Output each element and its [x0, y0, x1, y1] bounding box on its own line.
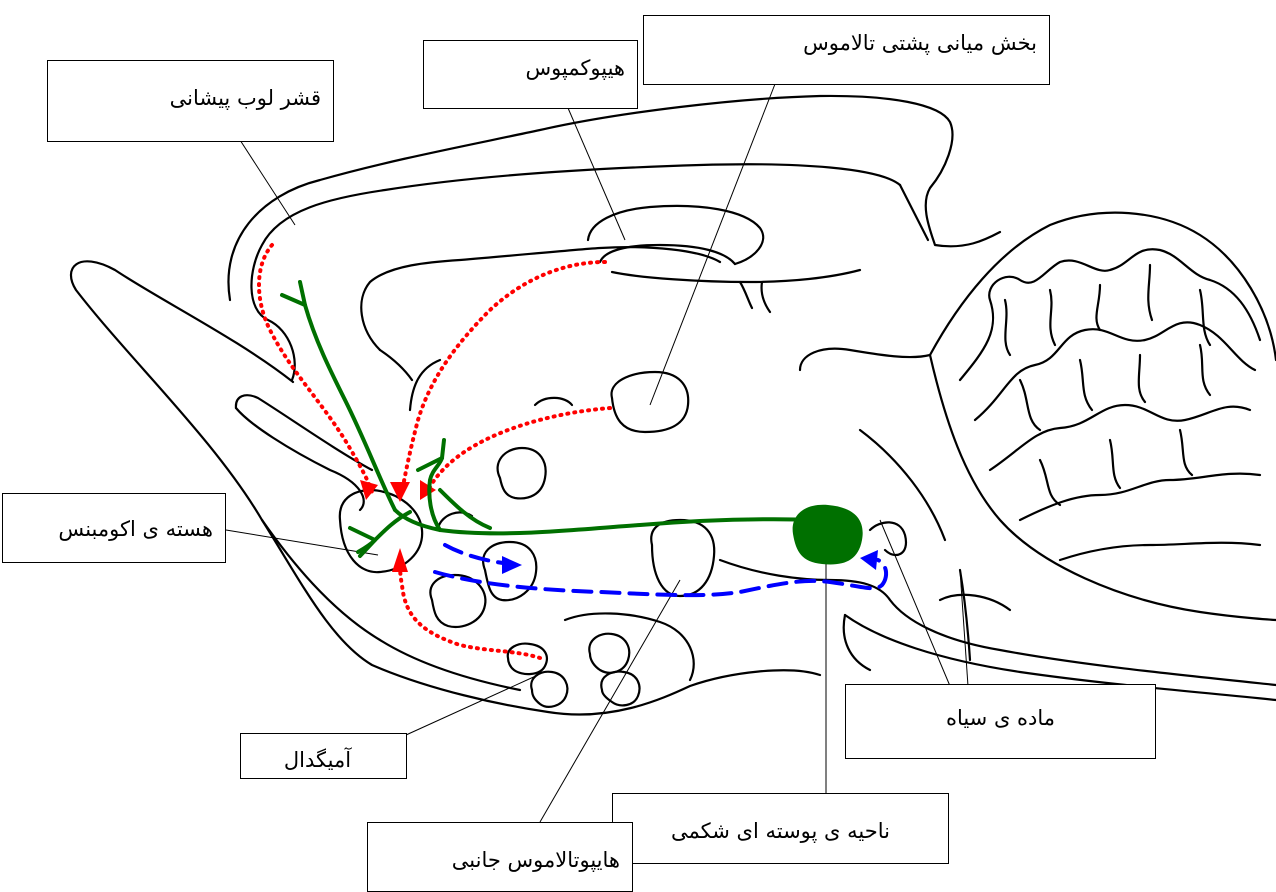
green-branch-lower: [358, 512, 410, 552]
leader-lh: [540, 580, 680, 822]
leader-nigra-a: [880, 520, 950, 686]
leader-hippocampus: [568, 108, 625, 240]
arrow-amygdala: [392, 548, 408, 572]
green-link: [440, 490, 490, 528]
green-fork-frontal: [282, 282, 305, 305]
label-hippocampus: هیپوکمپوس: [423, 40, 638, 109]
label-amygdala: آمیگدال: [240, 733, 407, 779]
green-main-trunk: [395, 510, 820, 533]
green-branch-frontal: [305, 305, 395, 510]
label-mediodorsal-thalamus: بخش میانی پشتی تالاموس: [643, 15, 1050, 85]
brain-outline: [71, 96, 1276, 715]
label-lateral-hypothalamus: هایپوتالاموس جانبی: [367, 822, 633, 892]
blue-path-main: [435, 572, 882, 595]
label-ventral-tegmental-area: ناحیه ی پوسته ای شکمی: [612, 793, 949, 864]
leader-frontal: [240, 140, 295, 225]
vta-dopamine-source: [793, 505, 863, 565]
red-path-hippocampus: [402, 262, 605, 492]
blue-path-return: [878, 560, 886, 585]
label-substantia-nigra: ماده ی سیاه: [845, 684, 1156, 759]
blue-path-upper: [445, 545, 512, 564]
label-nucleus-accumbens: هسته ی اکومبنس: [2, 493, 226, 563]
arrow-blue-vta: [860, 550, 878, 570]
green-branch-upper: [429, 458, 442, 530]
label-frontal-cortex: قشر لوب پیشانی: [47, 60, 334, 142]
arrow-blue-accumbens: [502, 556, 522, 574]
green-fork-lower: [350, 528, 375, 556]
leader-accumbens: [226, 530, 378, 555]
red-input-pathways: [259, 245, 610, 658]
arrow-hippo: [390, 482, 410, 502]
